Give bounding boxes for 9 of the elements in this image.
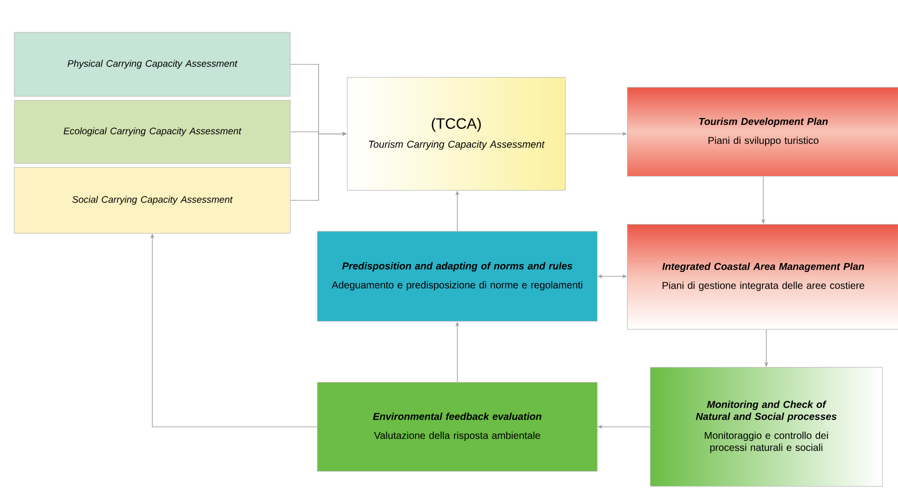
process-box: Monitoring and Check of Natural and Social processes Monitoraggio e controllo dei processi naturali e sociali	[650, 367, 883, 487]
process-box: Environmental feedback evaluation Valutazione della risposta ambientale	[317, 382, 598, 472]
process-box: Predisposition and adapting of norms and rules Adeguamento e predisposizione di norme e regolamenti	[317, 231, 598, 322]
process-box: Tourism Development Plan Piani di sviluppo turistico	[627, 87, 898, 177]
process-box: Integrated Coastal Area Management Plan Piani di gestione integrata delle aree costiere	[627, 224, 898, 330]
assessment-box: Physical Carrying Capacity Assessment	[14, 32, 291, 97]
assessment-box: Ecological Carrying Capacity Assessment	[14, 100, 291, 164]
assessment-box: (TCCA) Tourism Carrying Capacity Assessment	[347, 77, 566, 191]
assessment-box: Social Carrying Capacity Assessment	[14, 167, 291, 234]
